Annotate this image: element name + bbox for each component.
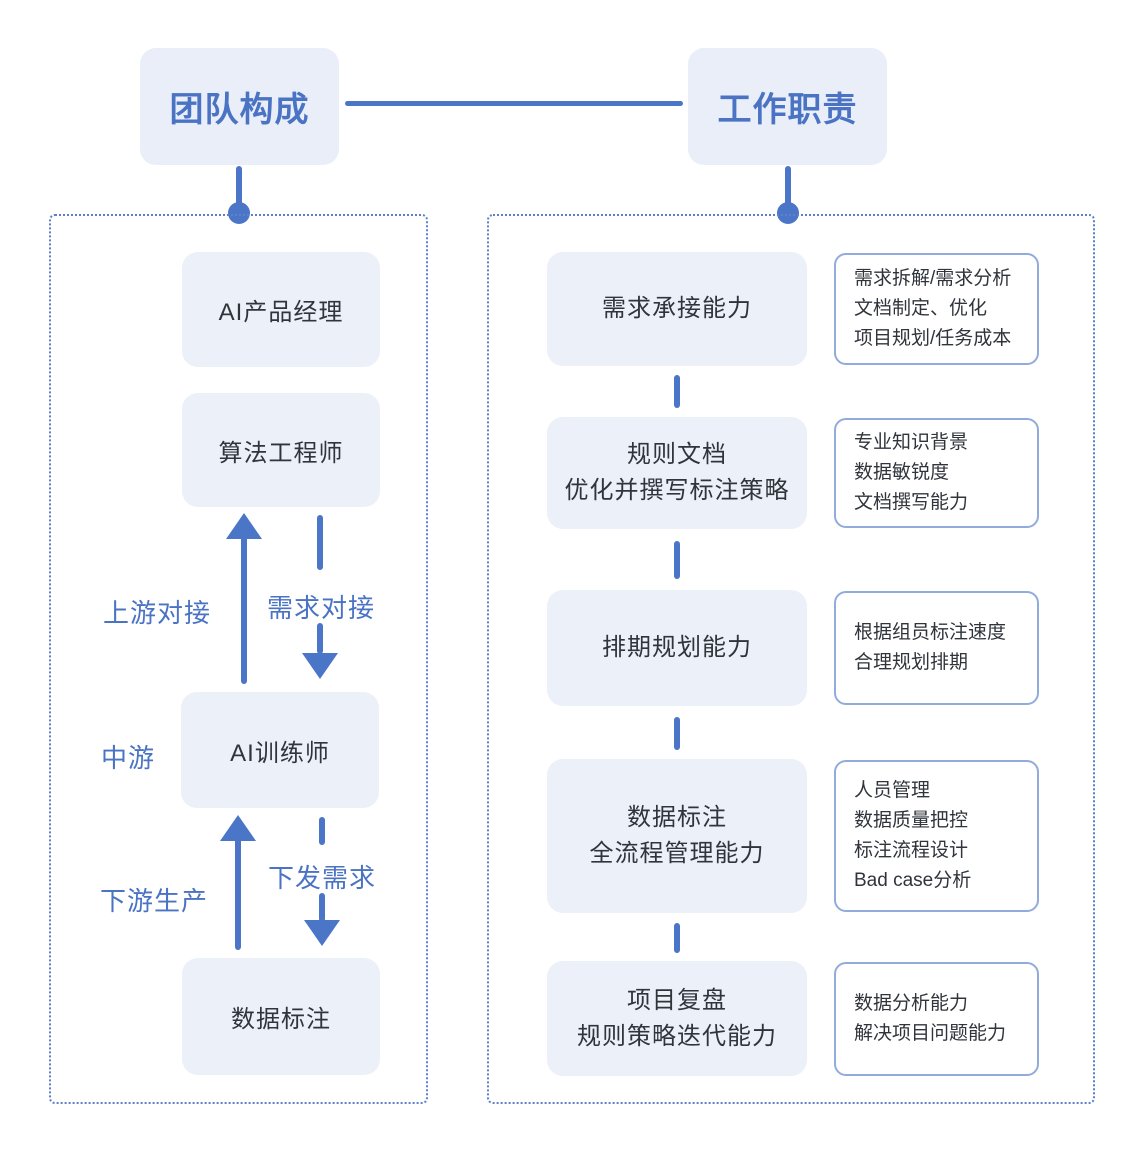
duty-box-annotation-management: 数据标注 全流程管理能力 bbox=[547, 759, 807, 913]
dispatch-arrowhead-icon bbox=[304, 920, 340, 946]
duty-main-line: 排期规划能力 bbox=[602, 634, 752, 661]
duty-note-line: 需求拆解/需求分析 bbox=[854, 268, 1012, 289]
duty-box-requirement-intake: 需求承接能力 bbox=[547, 252, 807, 366]
demand-link-label: 需求对接 bbox=[266, 593, 376, 623]
duty-box-project-review: 项目复盘 规则策略迭代能力 bbox=[547, 961, 807, 1076]
dispatch-arrow-line-bottom bbox=[319, 893, 325, 922]
duties-panel-anchor-dot bbox=[777, 202, 799, 224]
duty-notes-requirement-intake: 需求拆解/需求分析 文档制定、优化 项目规划/任务成本 bbox=[834, 253, 1039, 365]
node-label: 数据标注 bbox=[231, 1006, 331, 1033]
duty-note-line: 标注流程设计 bbox=[854, 840, 969, 861]
team-panel-anchor-dot bbox=[228, 202, 250, 224]
team-header-stub-line bbox=[236, 166, 242, 206]
duty-note-line: 根据组员标注速度 bbox=[854, 622, 1007, 643]
team-panel bbox=[49, 214, 428, 1104]
duties-header-label: 工作职责 bbox=[717, 91, 858, 129]
node-label: AI训练师 bbox=[230, 739, 330, 767]
team-header-box: 团队构成 bbox=[140, 48, 339, 165]
duty-note-line: 数据敏锐度 bbox=[854, 462, 950, 483]
duty-notes-annotation-management: 人员管理 数据质量把控 标注流程设计 Bad case分析 bbox=[834, 760, 1039, 912]
duty-note-line: 解决项目问题能力 bbox=[854, 1023, 1007, 1044]
duty-note-line: Bad case分析 bbox=[854, 870, 972, 891]
node-ai-product-manager: AI产品经理 bbox=[182, 252, 380, 367]
duty-note-line: 文档制定、优化 bbox=[854, 298, 988, 319]
duty-note-line: 人员管理 bbox=[854, 780, 931, 801]
duty-note-line: 数据分析能力 bbox=[854, 993, 969, 1014]
downstream-arrow-line bbox=[235, 838, 241, 950]
upstream-label: 上游对接 bbox=[102, 598, 212, 628]
duty-connector-3 bbox=[674, 717, 680, 750]
duty-main-line: 需求承接能力 bbox=[602, 295, 752, 322]
duty-box-rule-doc: 规则文档 优化并撰写标注策略 bbox=[547, 417, 807, 529]
header-connector-line bbox=[345, 101, 683, 106]
duty-note-line: 数据质量把控 bbox=[854, 810, 969, 831]
duty-connector-4 bbox=[674, 923, 680, 953]
demand-arrowhead-icon bbox=[302, 653, 338, 679]
demand-arrow-line-top bbox=[317, 515, 323, 570]
duty-note-line: 专业知识背景 bbox=[854, 432, 969, 453]
node-ai-trainer: AI训练师 bbox=[181, 692, 379, 808]
duty-note-line: 文档撰写能力 bbox=[854, 492, 969, 513]
duty-notes-project-review: 数据分析能力 解决项目问题能力 bbox=[834, 962, 1039, 1076]
duty-note-line: 项目规划/任务成本 bbox=[854, 328, 1012, 349]
team-header-label: 团队构成 bbox=[169, 91, 310, 129]
node-data-annotation: 数据标注 bbox=[182, 958, 380, 1075]
downstream-arrowhead-icon bbox=[220, 815, 256, 841]
upstream-arrow-line bbox=[241, 536, 247, 684]
duties-header-stub-line bbox=[785, 166, 791, 206]
duty-box-scheduling: 排期规划能力 bbox=[547, 590, 807, 706]
duty-main-line: 全流程管理能力 bbox=[589, 840, 765, 867]
duty-main-line: 数据标注 bbox=[627, 804, 727, 831]
duty-connector-1 bbox=[674, 375, 680, 408]
node-algorithm-engineer: 算法工程师 bbox=[182, 393, 380, 507]
duty-note-line: 合理规划排期 bbox=[854, 652, 969, 673]
upstream-arrowhead-icon bbox=[226, 513, 262, 539]
duties-panel bbox=[487, 214, 1095, 1104]
node-label: AI产品经理 bbox=[218, 299, 344, 326]
dispatch-arrow-line-top bbox=[319, 817, 325, 845]
downstream-label: 下游生产 bbox=[99, 886, 209, 916]
dispatch-label: 下发需求 bbox=[267, 863, 377, 893]
duty-main-line: 项目复盘 bbox=[627, 986, 727, 1014]
duty-notes-scheduling: 根据组员标注速度 合理规划排期 bbox=[834, 591, 1039, 705]
demand-arrow-line-bottom bbox=[317, 623, 323, 654]
duties-header-box: 工作职责 bbox=[688, 48, 887, 165]
duty-connector-2 bbox=[674, 541, 680, 579]
midstream-label: 中游 bbox=[100, 743, 156, 773]
duty-notes-rule-doc: 专业知识背景 数据敏锐度 文档撰写能力 bbox=[834, 418, 1039, 528]
duty-main-line: 规则文档 bbox=[627, 441, 727, 468]
duty-main-line: 规则策略迭代能力 bbox=[577, 1022, 777, 1050]
duty-main-line: 优化并撰写标注策略 bbox=[564, 477, 790, 504]
node-label: 算法工程师 bbox=[218, 439, 344, 467]
